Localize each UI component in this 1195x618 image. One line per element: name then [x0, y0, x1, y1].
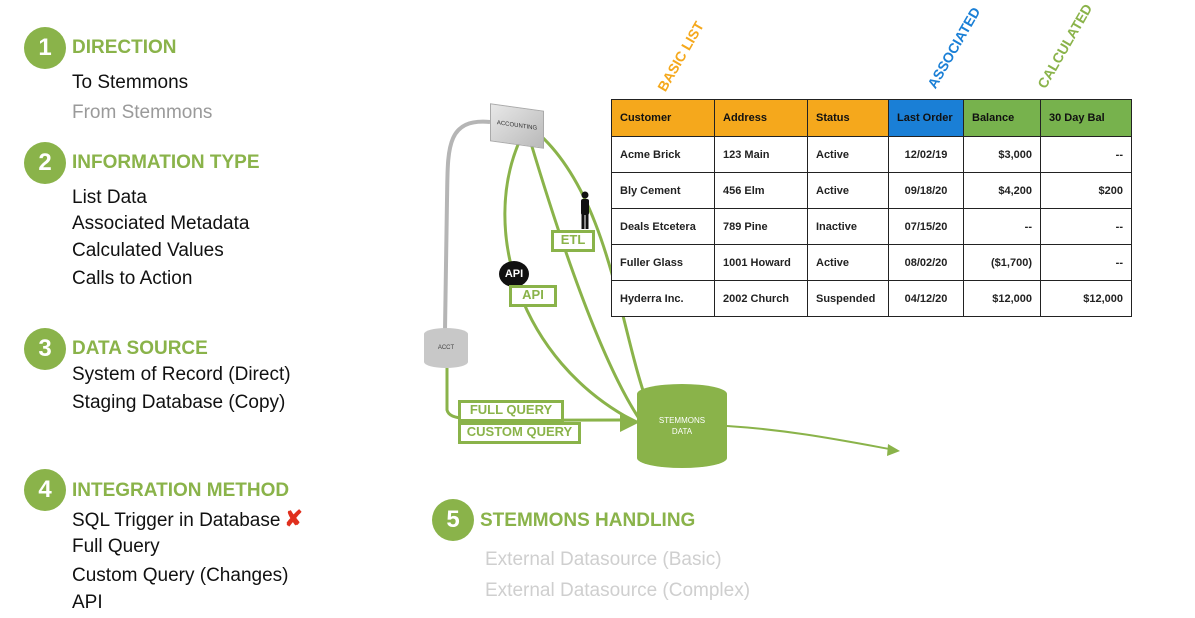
stemmons-db-label: STEMMONS: [658, 416, 706, 425]
etl-flow-line: [528, 139, 642, 421]
step-2-item: List Data: [72, 187, 147, 208]
person-icon: [581, 191, 589, 229]
arrowhead-icon: [887, 444, 900, 456]
step-4-heading: INTEGRATION METHOD: [72, 480, 290, 501]
customer-table: Customer Address Status Last Order Balan…: [611, 99, 1132, 317]
step-3-badge: 3: [24, 328, 66, 370]
step-5-heading: STEMMONS HANDLING: [480, 510, 696, 531]
direct-flow-line: [538, 133, 650, 406]
cell-30-day-bal: --: [1040, 136, 1132, 173]
cell-customer: Hyderra Inc.: [611, 280, 715, 317]
cell-status: Inactive: [807, 208, 889, 245]
step-4-badge: 4: [24, 469, 66, 511]
cell-last-order: 09/18/20: [888, 172, 964, 209]
cell-balance: --: [963, 208, 1041, 245]
step-5-badge: 5: [432, 499, 474, 541]
table-header-row: Customer Address Status Last Order Balan…: [611, 99, 1132, 137]
api-gear-icon: API: [499, 261, 529, 287]
arrowhead-icon: [620, 412, 640, 432]
table-row: Bly Cement 456 Elm Active 09/18/20 $4,20…: [611, 172, 1132, 209]
api-label: API: [509, 285, 557, 307]
cell-address: 456 Elm: [714, 172, 808, 209]
gray-connector-line: [443, 119, 491, 331]
step-1-heading: DIRECTION: [72, 37, 177, 58]
step-4-item: API: [72, 592, 103, 613]
step-2-badge: 2: [24, 142, 66, 184]
table-row: Hyderra Inc. 2002 Church Suspended 04/12…: [611, 280, 1132, 317]
stemmons-db-label: DATA: [671, 427, 693, 436]
table-row: Fuller Glass 1001 Howard Active 08/02/20…: [611, 244, 1132, 281]
cell-customer: Deals Etcetera: [611, 208, 715, 245]
cell-address: 1001 Howard: [714, 244, 808, 281]
step-1-item: From Stemmons: [72, 102, 213, 123]
accounting-server-icon: ACCOUNTING: [490, 103, 544, 149]
cell-status: Suspended: [807, 280, 889, 317]
cell-30-day-bal: $12,000: [1040, 280, 1132, 317]
table-row: Deals Etcetera 789 Pine Inactive 07/15/2…: [611, 208, 1132, 245]
step-4-item-text: SQL Trigger in Database: [72, 510, 281, 531]
custom-query-label: CUSTOM QUERY: [458, 422, 581, 444]
step-5-item: External Datasource (Complex): [485, 580, 751, 601]
acct-database-icon: ACCT: [424, 328, 468, 368]
step-4-item: SQL Trigger in Database✘: [72, 506, 303, 532]
cell-customer: Fuller Glass: [611, 244, 715, 281]
stemmons-outflow-line: [726, 425, 896, 451]
cell-last-order: 04/12/20: [888, 280, 964, 317]
step-3-item: System of Record (Direct): [72, 364, 291, 385]
stemmons-database-icon: STEMMONS DATA: [637, 384, 727, 468]
x-mark-icon: ✘: [284, 506, 303, 531]
cell-last-order: 12/02/19: [888, 136, 964, 173]
cell-balance: $3,000: [963, 136, 1041, 173]
step-2-item: Calculated Values: [72, 240, 224, 261]
etl-label: ETL: [551, 230, 595, 252]
step-1-item: To Stemmons: [72, 72, 189, 93]
step-5-item: External Datasource (Basic): [485, 549, 722, 570]
cell-30-day-bal: $200: [1040, 172, 1132, 209]
cell-status: Active: [807, 244, 889, 281]
cell-balance: ($1,700): [963, 244, 1041, 281]
header-balance: Balance: [963, 99, 1041, 137]
cell-address: 789 Pine: [714, 208, 808, 245]
cell-balance: $12,000: [963, 280, 1041, 317]
step-4-item: Custom Query (Changes): [72, 565, 289, 586]
step-3-heading: DATA SOURCE: [72, 338, 208, 359]
step-2-heading: INFORMATION TYPE: [72, 152, 260, 173]
step-3-item: Staging Database (Copy): [72, 392, 286, 413]
step-1-badge: 1: [24, 27, 66, 69]
table-row: Acme Brick 123 Main Active 12/02/19 $3,0…: [611, 136, 1132, 173]
header-address: Address: [714, 99, 808, 137]
step-4-item: Full Query: [72, 536, 160, 557]
cell-last-order: 08/02/20: [888, 244, 964, 281]
header-30-day-bal: 30 Day Bal: [1040, 99, 1132, 137]
header-last-order: Last Order: [888, 99, 964, 137]
cell-address: 123 Main: [714, 136, 808, 173]
step-2-item: Associated Metadata: [72, 213, 250, 234]
cell-address: 2002 Church: [714, 280, 808, 317]
cell-customer: Bly Cement: [611, 172, 715, 209]
cell-last-order: 07/15/20: [888, 208, 964, 245]
cell-status: Active: [807, 136, 889, 173]
cell-customer: Acme Brick: [611, 136, 715, 173]
header-customer: Customer: [611, 99, 715, 137]
header-status: Status: [807, 99, 889, 137]
cell-status: Active: [807, 172, 889, 209]
step-2-item: Calls to Action: [72, 268, 193, 289]
cell-30-day-bal: --: [1040, 208, 1132, 245]
cell-balance: $4,200: [963, 172, 1041, 209]
full-query-label: FULL QUERY: [458, 400, 564, 422]
cell-30-day-bal: --: [1040, 244, 1132, 281]
